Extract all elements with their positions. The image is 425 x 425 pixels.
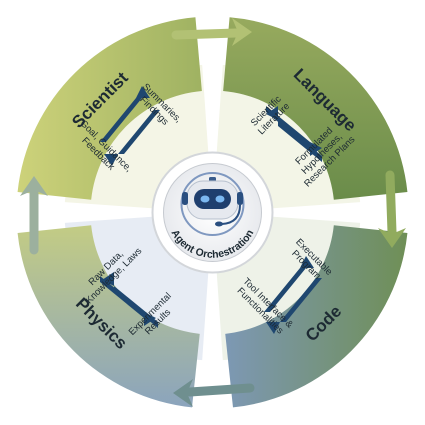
scientist-flow-arrow-in: [104, 110, 160, 166]
code-flow-arrow-in: [264, 256, 314, 312]
language-flow-arrow-out: [266, 106, 322, 162]
language-to-code-arrow: [378, 170, 406, 248]
code-segment: [225, 225, 408, 408]
code-flow-arrow-out: [266, 278, 322, 334]
scientist-flow-arrow-out: [100, 86, 150, 142]
scientist-segment: [17, 17, 202, 200]
robot-head-icon: [180, 172, 245, 236]
code-to-physics-arrow: [173, 379, 255, 407]
physics-flow-arrow-out: [102, 272, 158, 328]
scientist-to-language-arrow: [171, 18, 252, 46]
physics-to-scientist-arrow: [20, 176, 48, 255]
language-segment: [223, 17, 408, 200]
physics-segment: [17, 225, 200, 408]
